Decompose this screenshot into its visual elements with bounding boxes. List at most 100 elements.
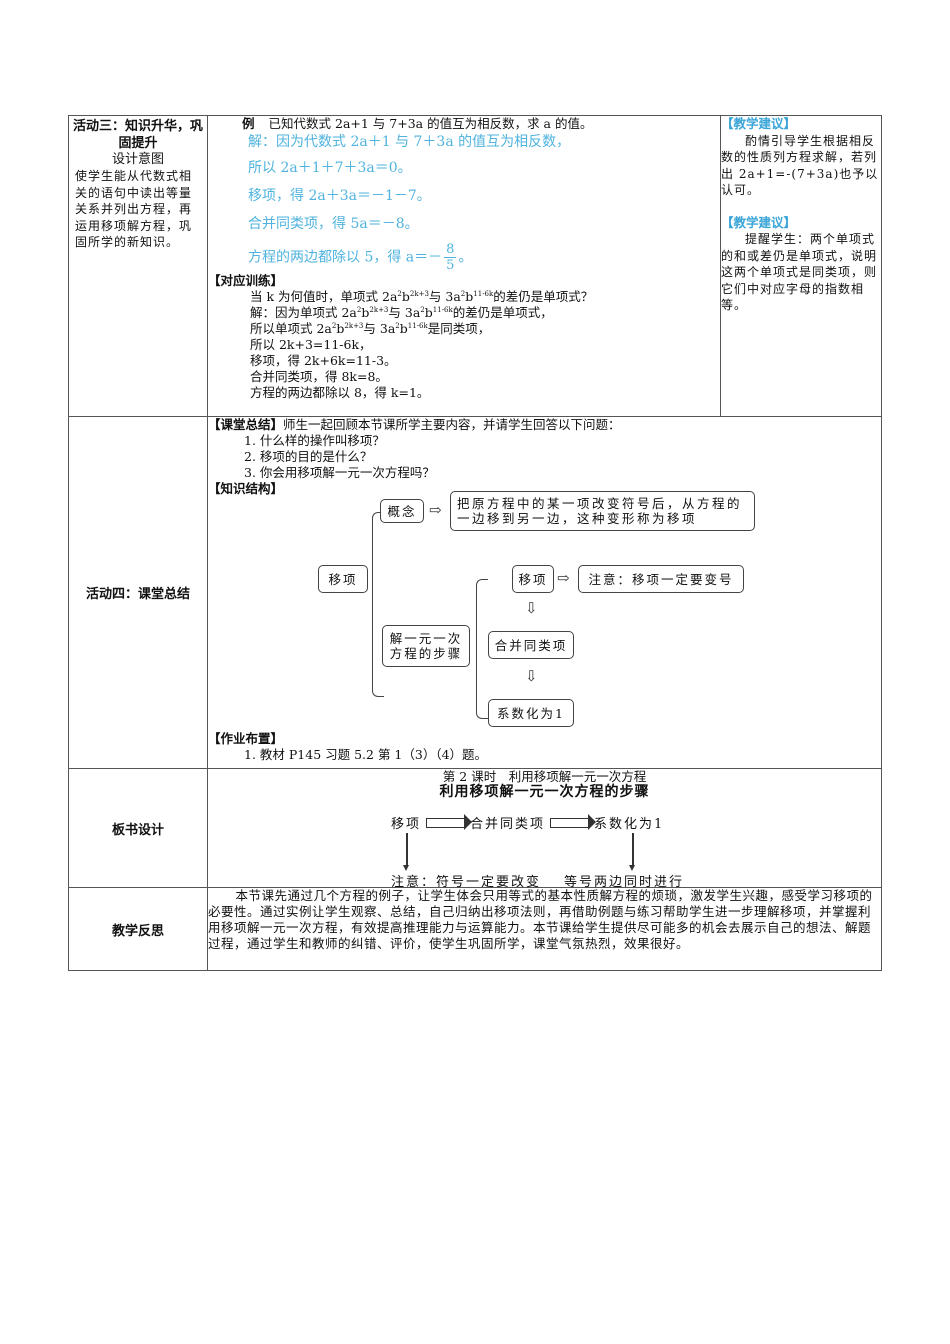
practice-solution-line: 所以单项式 2a2b2k+3与 3a2b11-6k是同类项，	[208, 321, 720, 337]
down-arrow-icon: ⇩	[525, 667, 538, 685]
board-design: 第 2 课时 利用移项解一元一次方程 利用移项解一元一次方程的步骤 移项 合并同…	[208, 769, 881, 890]
board-step: 系数化为1	[594, 817, 665, 832]
design-intent-label: 设计意图	[111, 152, 164, 167]
text: b	[424, 305, 433, 320]
exponent: 2k+3	[344, 321, 364, 330]
board-row: 板书设计 第 2 课时 利用移项解一元一次方程 利用移项解一元一次方程的步骤 移…	[68, 768, 882, 890]
fraction-denominator: 5	[446, 258, 455, 273]
summary-heading: 【课堂总结】	[208, 417, 284, 432]
map-concept-definition: 把原方程中的某一项改变符号后，从方程的一边移到另一边，这种变形称为移项	[450, 491, 755, 531]
map-steps-brace	[476, 579, 488, 719]
exponent: 11-6k	[432, 305, 453, 314]
map-step1-node: 移项	[512, 565, 554, 593]
text: 与 3a	[388, 305, 421, 320]
activity3-title: 活动三：知识升华，巩固提升	[72, 119, 203, 151]
board-subtitle: 第 2 课时 利用移项解一元一次方程	[442, 769, 647, 784]
text: 所以单项式 2a	[250, 321, 332, 336]
reflection-text: 本节课先通过几个方程的例子，让学生体会只用等式的基本性质解方程的烦琐，激发学生兴…	[208, 888, 873, 951]
practice-solution-line: 移项，得 2k+6k=11-3。	[250, 353, 397, 368]
homework-item: 1. 教材 P145 习题 5.2 第 1（3）（4）题。	[244, 747, 488, 762]
exponent: 2	[397, 289, 402, 298]
activity3-row: 活动三：知识升华，巩固提升 设计意图 使学生能从代数式相关的语句中读出等量关系并…	[68, 115, 882, 417]
example-solution: 解：因为代数式 2a＋1 与 7＋3a 的值互为相反数， 所以 2a＋1＋7＋3…	[208, 132, 720, 273]
right-arrow-icon: ⇨	[429, 501, 442, 519]
practice-solution-line: 所以 2k+3=11-6k，	[250, 337, 372, 352]
exponent: 2	[460, 289, 466, 298]
fraction-numerator: 8	[444, 242, 457, 258]
reflection-row: 教学反思 本节课先通过几个方程的例子，让学生体会只用等式的基本性质解方程的烦琐，…	[68, 887, 882, 971]
example-question-text: 已知代数式 2a+1 与 7+3a 的值互为相反数，求 a 的值。	[268, 116, 593, 131]
text: b	[465, 289, 474, 304]
solution-line: 解：因为代数式 2a＋1 与 7＋3a 的值互为相反数，	[248, 134, 571, 150]
practice-solution-line: 合并同类项，得 8k=8。	[250, 369, 388, 384]
tip-text: 提醒学生：两个单项式的和或差仍是单项式，说明这两个单项式是同类项，则它们中对应字…	[721, 232, 878, 312]
tip-heading: 【教学建议】	[721, 214, 797, 230]
right-arrow-icon: ⇨	[557, 569, 570, 587]
structure-heading: 【知识结构】	[208, 481, 284, 496]
knowledge-map: 移项 概念 ⇨ 把原方程中的某一项改变符号后，从方程的一边移到另一边，这种变形称…	[200, 491, 881, 727]
solution-line: 移项，得 2a＋3a＝－1－7。	[248, 188, 431, 204]
activity3-content-cell: 例已知代数式 2a+1 与 7+3a 的值互为相反数，求 a 的值。 解：因为代…	[207, 115, 721, 417]
exponent: 11-6k	[473, 289, 494, 298]
teaching-tips-cell: 【教学建议】 酌情引导学生根据相反数的性质列方程求解，若列出 2a+1=-(7+…	[720, 115, 882, 417]
text: 的差仍是单项式，	[452, 305, 553, 320]
solution-final-prefix: 方程的两边都除以 5，得 a＝－	[248, 249, 443, 266]
board-label: 板书设计	[68, 768, 208, 888]
summary-line: 【课堂总结】师生一起回顾本节课所学主要内容，并请学生回答以下问题：	[208, 417, 881, 433]
board-note-right: 等号两边同时进行	[564, 875, 685, 890]
summary-question: 2. 移项的目的是什么？	[244, 449, 373, 464]
exponent: 2k+3	[369, 305, 389, 314]
solution-line: 合并同类项，得 5a＝－8。	[248, 216, 419, 232]
text: 当 k 为何值时，单项式 2a	[250, 289, 398, 304]
exponent: 2	[395, 321, 400, 330]
text: b	[399, 321, 408, 336]
board-step: 合并同类项	[470, 817, 546, 832]
exponent: 2	[356, 305, 362, 314]
down-arrow-icon	[403, 833, 409, 871]
board-step: 移项	[391, 817, 422, 832]
big-right-arrow-icon	[426, 814, 472, 830]
lesson-plan-table: 活动三：知识升华，巩固提升 设计意图 使学生能从代数式相关的语句中读出等量关系并…	[68, 115, 882, 971]
map-step3-node: 系数化为1	[488, 699, 574, 727]
tip-heading: 【教学建议】	[721, 116, 797, 131]
practice-solution-line: 方程的两边都除以 8，得 k=1。	[250, 385, 430, 400]
map-concept-node: 概念	[380, 499, 424, 523]
big-right-arrow-icon	[550, 814, 596, 830]
practice-solution-line: 解：因为单项式 2a2b2k+3与 3a2b11-6k的差仍是单项式，	[208, 305, 720, 321]
activity3-label-cell: 活动三：知识升华，巩固提升 设计意图 使学生能从代数式相关的语句中读出等量关系并…	[68, 115, 208, 417]
activity4-label: 活动四：课堂总结	[68, 416, 208, 769]
homework-heading: 【作业布置】	[208, 731, 284, 746]
reflection-label: 教学反思	[68, 887, 208, 971]
exponent: 11-6k	[407, 321, 428, 330]
exponent: 2	[331, 321, 337, 330]
map-step1-note: 注意：移项一定要变号	[578, 565, 744, 593]
text: b	[401, 289, 410, 304]
exponent: 2k+3	[409, 289, 429, 298]
practice-question: 当 k 为何值时，单项式 2a2b2k+3与 3a2b11-6k的差仍是单项式？	[208, 289, 720, 305]
text: b	[336, 321, 345, 336]
text: 解：因为单项式 2a	[250, 305, 357, 320]
text: 是同类项，	[427, 321, 491, 336]
summary-question: 3. 你会用移项解一元一次方程吗？	[244, 465, 435, 480]
solution-line: 所以 2a＋1＋7＋3a＝0。	[248, 160, 412, 176]
text: b	[361, 305, 370, 320]
board-title: 利用移项解一元一次方程的步骤	[439, 784, 650, 800]
board-note-left: 注意：符号一定要改变	[391, 875, 542, 890]
lesson-plan-page: 活动三：知识升华，巩固提升 设计意图 使学生能从代数式相关的语句中读出等量关系并…	[68, 115, 882, 971]
map-root-brace	[372, 512, 384, 697]
down-arrow-icon: ⇩	[525, 599, 538, 617]
text: 的差仍是单项式？	[493, 289, 594, 304]
example-question: 例已知代数式 2a+1 与 7+3a 的值互为相反数，求 a 的值。	[208, 116, 720, 132]
text: 与 3a	[363, 321, 396, 336]
example-keyword: 例	[242, 116, 255, 131]
exponent: 2	[420, 305, 425, 314]
design-intent-text: 使学生能从代数式相关的语句中读出等量关系并列出方程，再运用移项解方程，巩固所学的…	[75, 169, 193, 249]
map-root-node: 移项	[318, 565, 368, 593]
summary-question: 1. 什么样的操作叫移项？	[244, 433, 385, 448]
summary-intro: 师生一起回顾本节课所学主要内容，并请学生回答以下问题：	[283, 417, 621, 432]
practice-heading: 【对应训练】	[208, 273, 284, 288]
solution-final-suffix: 。	[458, 249, 473, 266]
down-arrow-icon	[629, 833, 635, 871]
